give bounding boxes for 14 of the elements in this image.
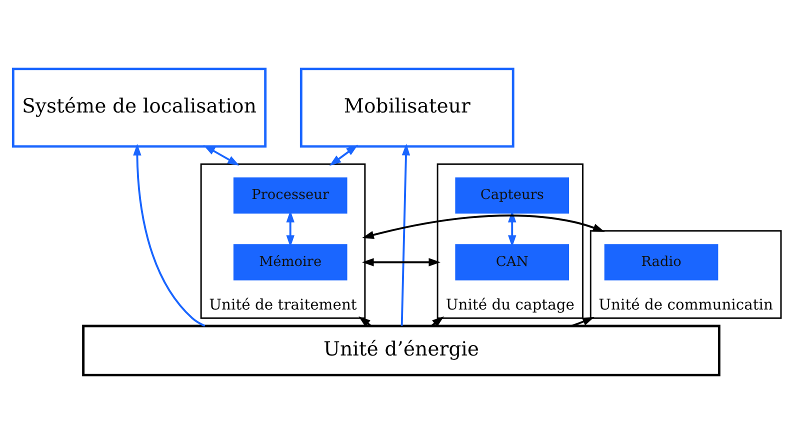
arrow [400,143,410,326]
arrow [362,258,441,266]
arrow [362,214,605,238]
node-box: Systéme de localisation [12,67,267,148]
node-box: Unité d’énergie [82,324,720,376]
node-box: CAN [455,244,570,280]
arrow [203,144,240,166]
node-box: Processeur [233,176,348,214]
node-box: Radio [604,244,718,280]
node-box: Mémoire [233,244,348,280]
arrow [571,316,594,326]
node-box: Mobilisateur [300,67,514,148]
arrow [329,144,358,166]
node-box: Capteurs [455,176,570,214]
